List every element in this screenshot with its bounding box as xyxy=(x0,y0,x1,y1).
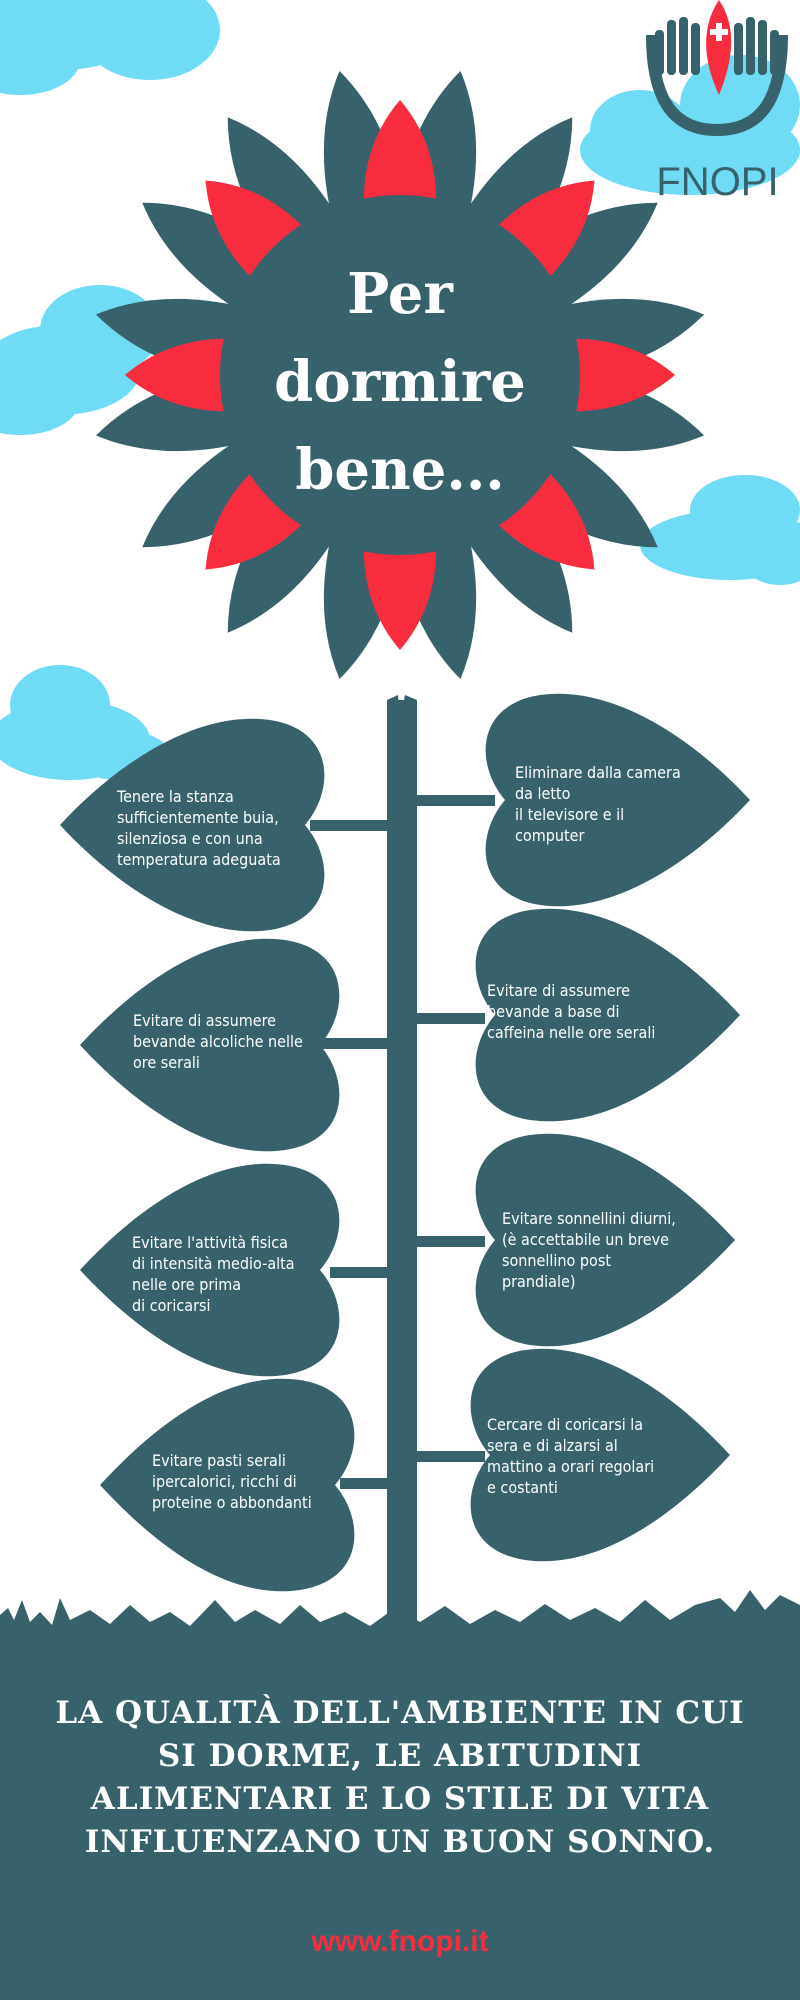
leaf-right-1 xyxy=(485,693,750,907)
footer-message: LA QUALITÀ DELL'AMBIENTE IN CUI SI DORME… xyxy=(55,1695,745,1860)
branches xyxy=(310,795,495,1489)
ground xyxy=(0,1630,800,2000)
leaf-left-4 xyxy=(100,1378,355,1592)
stem-top xyxy=(387,695,417,725)
leaf-left-1 xyxy=(60,718,325,932)
leaf-right-4 xyxy=(470,1348,730,1562)
petal-red xyxy=(550,338,675,412)
leaf-right-2 xyxy=(475,908,740,1122)
petal-red xyxy=(125,338,250,412)
cloud-right xyxy=(640,475,800,585)
logo-text: FNOPI xyxy=(656,160,779,204)
leaf-right-3 xyxy=(475,1133,735,1347)
tip-right-1: Eliminare dalla camera da letto il telev… xyxy=(515,763,681,845)
tip-right-2: Evitare di assumere bevande a base di ca… xyxy=(487,981,656,1042)
leaves xyxy=(60,693,750,1592)
website-link[interactable]: www.fnopi.it xyxy=(311,1925,489,1958)
petal-red xyxy=(363,525,437,650)
petal-red xyxy=(363,100,437,225)
tip-right-4: Cercare di coricarsi la sera e di alzars… xyxy=(487,1415,655,1497)
grass xyxy=(0,1590,800,1640)
tip-left-2: Evitare di assumere bevande alcoliche ne… xyxy=(133,1011,303,1072)
page-title: Per dormire bene... xyxy=(274,261,526,503)
tip-right-3: Evitare sonnellini diurni, (è accettabil… xyxy=(502,1209,676,1291)
stem xyxy=(387,700,417,1640)
tip-left-3: Evitare l'attività fisica di intensità m… xyxy=(132,1233,295,1315)
tip-left-1: Tenere la stanza sufficientemente buia, … xyxy=(117,787,281,869)
leaf-left-3 xyxy=(80,1163,340,1377)
tip-left-4: Evitare pasti serali ipercalorici, ricch… xyxy=(152,1451,312,1512)
cloud-top-left xyxy=(0,0,220,95)
flower-petals xyxy=(95,70,705,680)
flower-center xyxy=(220,195,580,555)
leaf-left-2 xyxy=(80,938,340,1152)
hands-cross-flame-icon xyxy=(646,0,788,137)
